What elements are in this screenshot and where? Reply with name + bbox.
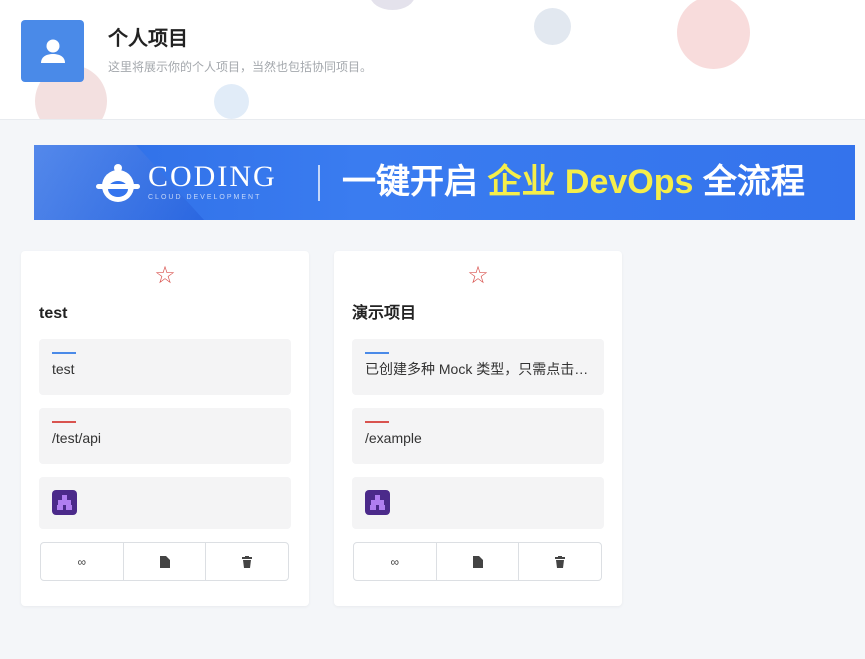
project-members-box bbox=[39, 477, 291, 529]
member-avatar-icon bbox=[52, 490, 77, 515]
project-name: 演示项目 bbox=[352, 305, 417, 322]
member-avatar-icon bbox=[365, 490, 390, 515]
project-description: test bbox=[52, 361, 75, 377]
logo-text: CODING bbox=[148, 160, 277, 193]
slogan-part: 一键开启 bbox=[342, 163, 478, 201]
banner-slogan: 一键开启 企业 DevOps 全流程 bbox=[342, 162, 805, 202]
page-title: 个人项目 bbox=[108, 28, 188, 50]
clone-button[interactable] bbox=[437, 543, 520, 580]
page-subtitle: 这里将展示你的个人项目，当然也包括协同项目。 bbox=[108, 60, 373, 74]
description-bar bbox=[365, 352, 389, 354]
banner-divider bbox=[318, 165, 320, 201]
star-icon[interactable]: ☆ bbox=[154, 262, 176, 289]
project-card[interactable]: ☆ test test /test/api ∞ bbox=[21, 251, 309, 606]
project-members-box bbox=[352, 477, 604, 529]
url-bar bbox=[365, 421, 389, 423]
copy-link-button[interactable]: ∞ bbox=[41, 543, 124, 580]
project-actions: ∞ bbox=[353, 542, 602, 581]
slogan-highlight: 企业 DevOps bbox=[487, 163, 694, 201]
user-icon bbox=[40, 39, 65, 63]
link-icon: ∞ bbox=[77, 554, 87, 569]
delete-button[interactable] bbox=[519, 543, 601, 580]
description-bar bbox=[52, 352, 76, 354]
project-actions: ∞ bbox=[40, 542, 289, 581]
decor-bubble bbox=[214, 84, 249, 119]
coding-ad-banner[interactable]: CODING CLOUD DEVELOPMENT 一键开启 企业 DevOps … bbox=[34, 145, 855, 220]
trash-icon bbox=[555, 555, 566, 568]
decor-bubble bbox=[534, 8, 571, 45]
project-base-url: /example bbox=[365, 430, 422, 446]
page-header: 个人项目 这里将展示你的个人项目，当然也包括协同项目。 bbox=[0, 0, 865, 120]
copy-link-button[interactable]: ∞ bbox=[354, 543, 437, 580]
project-description-box: test bbox=[39, 339, 291, 395]
user-avatar bbox=[21, 20, 84, 82]
project-name: test bbox=[39, 305, 68, 322]
decor-bubble bbox=[677, 0, 750, 69]
document-icon bbox=[472, 555, 483, 568]
url-bar bbox=[52, 421, 76, 423]
trash-icon bbox=[242, 555, 253, 568]
monkey-logo-icon bbox=[96, 164, 140, 202]
star-icon[interactable]: ☆ bbox=[467, 262, 489, 289]
project-url-box: /test/api bbox=[39, 408, 291, 464]
project-card[interactable]: ☆ 演示项目 已创建多种 Mock 类型，只需点击预览便可查看效果 /examp… bbox=[334, 251, 622, 606]
decor-bubble bbox=[370, 0, 415, 10]
link-icon: ∞ bbox=[390, 554, 400, 569]
coding-logo: CODING CLOUD DEVELOPMENT bbox=[88, 160, 277, 204]
clone-button[interactable] bbox=[124, 543, 207, 580]
logo-subtext: CLOUD DEVELOPMENT bbox=[148, 194, 262, 201]
project-description-box: 已创建多种 Mock 类型，只需点击预览便可查看效果 bbox=[352, 339, 604, 395]
delete-button[interactable] bbox=[206, 543, 288, 580]
project-description: 已创建多种 Mock 类型，只需点击预览便可查看效果 bbox=[365, 361, 595, 377]
project-url-box: /example bbox=[352, 408, 604, 464]
project-base-url: /test/api bbox=[52, 430, 102, 446]
document-icon bbox=[159, 555, 170, 568]
slogan-part: 全流程 bbox=[702, 163, 805, 201]
